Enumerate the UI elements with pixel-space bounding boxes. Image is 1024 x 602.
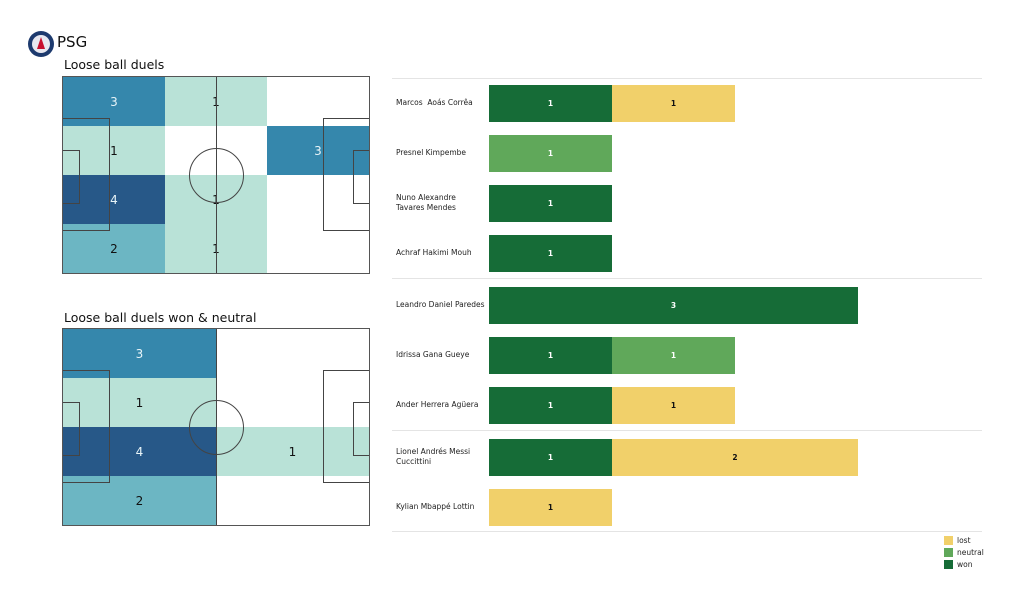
bar-segment-lost: 1 <box>489 489 612 526</box>
bar-segment-won: 1 <box>489 235 612 272</box>
bar-segment-won: 1 <box>489 337 612 374</box>
legend-item-neutral: neutral <box>944 546 984 558</box>
won-swatch-icon <box>944 559 953 569</box>
heatmap-cell <box>216 476 369 525</box>
heatmap-title-2: Loose ball duels won & neutral <box>64 310 257 325</box>
bar-segment-neutral: 1 <box>612 337 735 374</box>
right-penalty-box <box>323 370 369 483</box>
heatmap-cell: 1 <box>63 126 165 175</box>
bar-segment-won: 3 <box>489 287 858 324</box>
right-goal-area <box>353 402 369 456</box>
team-name: PSG <box>57 33 88 51</box>
psg-crest-icon <box>28 31 54 57</box>
player-name: Leandro Daniel Paredes <box>396 300 485 309</box>
bar-segment-lost: 1 <box>612 387 735 424</box>
player-name: Nuno Alexandre Tavares Mendes <box>396 193 456 212</box>
legend-item-lost: lost <box>944 534 984 546</box>
bar-segment-lost: 1 <box>612 85 735 122</box>
legend-label-won: won <box>957 559 973 569</box>
lost-swatch-icon <box>944 535 953 545</box>
player-name: Lionel Andrés Messi Cuccittini <box>396 447 471 466</box>
bar-segment-neutral: 1 <box>489 135 612 172</box>
chart-legend: lost neutral won <box>944 534 984 570</box>
player-name: Marcos Aoás Corrêa <box>396 98 473 107</box>
heatmap-cell <box>267 224 369 273</box>
player-name: Presnel Kimpembe <box>396 148 467 157</box>
bar-segment-won: 1 <box>489 85 612 122</box>
heatmap-cell <box>267 175 369 224</box>
group-separator <box>392 278 982 279</box>
bar-segment-won: 1 <box>489 439 612 476</box>
heatmap-cell: 3 <box>63 77 165 126</box>
left-penalty-box <box>63 370 110 483</box>
player-name: Idrissa Gana Gueye <box>396 350 470 359</box>
centre-circle <box>189 400 244 455</box>
player-name: Kylian Mbappé Lottin <box>396 502 475 511</box>
bar-segment-won: 1 <box>489 185 612 222</box>
right-goal-area <box>353 150 369 204</box>
legend-label-neutral: neutral <box>957 547 984 557</box>
heatmap-cell: 4 <box>63 175 165 224</box>
legend-label-lost: lost <box>957 535 971 545</box>
legend-item-won: won <box>944 558 984 570</box>
left-goal-area <box>63 150 80 204</box>
heatmap-cell <box>216 329 369 378</box>
right-penalty-box <box>323 118 369 231</box>
group-separator <box>392 430 982 431</box>
heatmap-title-1: Loose ball duels <box>64 57 165 72</box>
group-separator <box>392 78 982 79</box>
heatmap-cell: 3 <box>267 126 369 175</box>
player-name: Ander Herrera Agüera <box>396 400 479 409</box>
heatmap-cell: 2 <box>63 224 165 273</box>
heatmap-cell: 2 <box>63 476 216 525</box>
heatmap-cell <box>267 77 369 126</box>
player-name: Achraf Hakimi Mouh <box>396 248 472 257</box>
bar-segment-lost: 2 <box>612 439 858 476</box>
neutral-swatch-icon <box>944 547 953 557</box>
heatmap-cell: 3 <box>63 329 216 378</box>
bar-segment-won: 1 <box>489 387 612 424</box>
left-goal-area <box>63 402 80 456</box>
centre-circle <box>189 148 244 203</box>
left-penalty-box <box>63 118 110 231</box>
group-separator <box>392 531 982 532</box>
